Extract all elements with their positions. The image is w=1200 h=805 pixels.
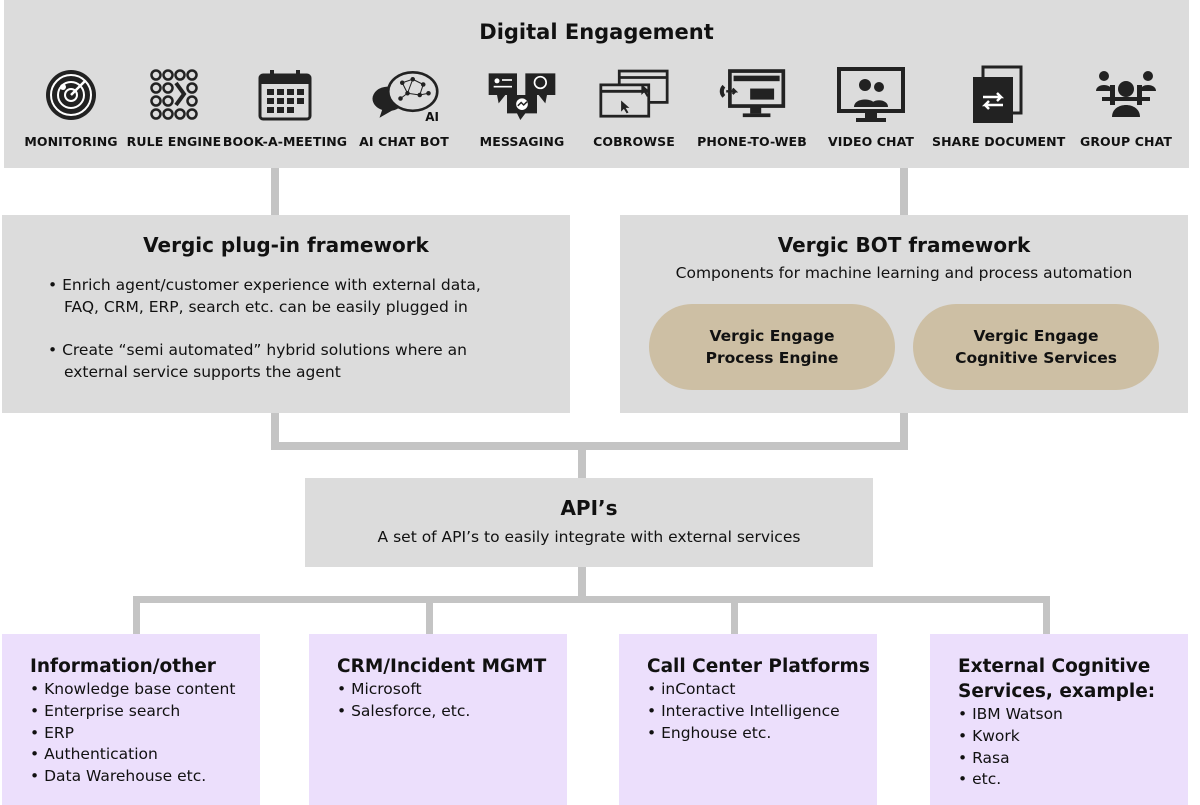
list-item: Salesforce, etc. bbox=[337, 701, 567, 723]
connector bbox=[133, 603, 140, 634]
phone-to-web-icon bbox=[717, 60, 787, 130]
ai-badge: AI bbox=[425, 110, 439, 124]
channel-label: PHONE-TO-WEB bbox=[697, 134, 807, 149]
pill-line: Vergic Engage bbox=[973, 327, 1099, 345]
channel-video-chat: VIDEO CHAT bbox=[806, 60, 936, 149]
external-box-list: Microsoft Salesforce, etc. bbox=[337, 679, 567, 723]
pill-line: Vergic Engage bbox=[709, 327, 835, 345]
bot-framework-subtitle: Components for machine learning and proc… bbox=[675, 264, 1133, 282]
external-box-cognitive: External Cognitive Services, example: IB… bbox=[930, 634, 1188, 805]
external-box-list: inContact Interactive Intelligence Engho… bbox=[647, 679, 877, 744]
ai-chat-bot-icon: AI bbox=[369, 60, 439, 130]
channel-monitoring: MONITORING bbox=[6, 60, 136, 149]
channel-label: BOOK-A-MEETING bbox=[222, 134, 348, 149]
share-document-icon bbox=[962, 60, 1032, 130]
apis-subtitle: A set of API’s to easily integrate with … bbox=[377, 528, 801, 546]
video-chat-icon bbox=[836, 60, 906, 130]
bullet-line: FAQ, CRM, ERP, search etc. can be easily… bbox=[64, 298, 468, 316]
external-box-list: Knowledge base content Enterprise search… bbox=[30, 679, 260, 788]
channel-label: GROUP CHAT bbox=[1079, 134, 1173, 149]
connector bbox=[133, 596, 1050, 603]
list-item: Rasa bbox=[958, 748, 1188, 770]
external-box-call-center: Call Center Platforms inContact Interact… bbox=[619, 634, 877, 805]
list-item: Knowledge base content bbox=[30, 679, 260, 701]
rule-engine-icon bbox=[139, 60, 209, 130]
bot-framework-title: Vergic BOT framework bbox=[777, 233, 1031, 257]
connector bbox=[900, 413, 908, 450]
channel-label: MONITORING bbox=[24, 134, 118, 149]
channel-rule-engine: RULE ENGINE bbox=[109, 60, 239, 149]
channel-messaging: MESSAGING bbox=[457, 60, 587, 149]
external-box-heading: External Cognitive bbox=[958, 656, 1151, 677]
list-item: ERP bbox=[30, 723, 260, 745]
channel-ai-chat-bot: AI AI CHAT BOT bbox=[339, 60, 469, 149]
list-item: IBM Watson bbox=[958, 704, 1188, 726]
apis-title: API’s bbox=[560, 496, 618, 520]
list-item: Interactive Intelligence bbox=[647, 701, 877, 723]
channel-label: RULE ENGINE bbox=[126, 134, 222, 149]
list-item: Enghouse etc. bbox=[647, 723, 877, 745]
connector bbox=[578, 567, 586, 603]
list-item: Enterprise search bbox=[30, 701, 260, 723]
calendar-icon bbox=[250, 60, 320, 130]
pill-line: Process Engine bbox=[705, 349, 839, 367]
list-item: Authentication bbox=[30, 744, 260, 766]
bullet-item: • Create “semi automated” hybrid solutio… bbox=[48, 341, 467, 381]
plugin-framework-title: Vergic plug-in framework bbox=[143, 233, 429, 257]
channel-cobrowse: COBROWSE bbox=[569, 60, 699, 149]
channel-phone-to-web: PHONE-TO-WEB bbox=[687, 60, 817, 149]
digital-engagement-title: Digital Engagement bbox=[479, 20, 714, 44]
channel-book-a-meeting: BOOK-A-MEETING bbox=[220, 60, 350, 149]
bullet-item: • Enrich agent/customer experience with … bbox=[48, 276, 481, 316]
channel-share-document: SHARE DOCUMENT bbox=[932, 60, 1066, 149]
connector bbox=[1043, 603, 1050, 634]
list-item: etc. bbox=[958, 769, 1188, 791]
apis-panel: API’s A set of API’s to easily integrate… bbox=[305, 478, 873, 567]
external-box-heading: Information/other bbox=[30, 656, 216, 677]
messaging-icon bbox=[487, 60, 557, 130]
radar-icon bbox=[36, 60, 106, 130]
external-box-heading: CRM/Incident MGMT bbox=[337, 656, 547, 677]
connector bbox=[271, 168, 279, 215]
bullet-line: Enrich agent/customer experience with ex… bbox=[62, 276, 481, 294]
bullet-line: Create “semi automated” hybrid solutions… bbox=[62, 341, 467, 359]
digital-engagement-panel: Digital Engagement MONITORING RULE ENGIN… bbox=[4, 0, 1189, 168]
cobrowse-icon bbox=[599, 60, 669, 130]
list-item: Microsoft bbox=[337, 679, 567, 701]
bot-framework-panel: Vergic BOT framework Components for mach… bbox=[620, 215, 1188, 413]
external-box-list: IBM Watson Kwork Rasa etc. bbox=[958, 704, 1188, 791]
external-box-heading: Call Center Platforms bbox=[647, 656, 870, 677]
list-item: inContact bbox=[647, 679, 877, 701]
connector bbox=[578, 450, 586, 478]
channel-label: COBROWSE bbox=[593, 134, 675, 149]
connector bbox=[271, 413, 279, 450]
channel-label: MESSAGING bbox=[479, 134, 565, 149]
connector bbox=[731, 603, 738, 634]
channel-label: VIDEO CHAT bbox=[827, 134, 915, 149]
external-box-heading: Services, example: bbox=[958, 681, 1156, 702]
group-chat-icon bbox=[1091, 60, 1161, 130]
connector bbox=[426, 603, 433, 634]
external-box-information: Information/other Knowledge base content… bbox=[2, 634, 260, 805]
connector bbox=[271, 442, 908, 450]
channel-label: SHARE DOCUMENT bbox=[932, 134, 1066, 149]
channel-label: AI CHAT BOT bbox=[359, 134, 449, 149]
plugin-framework-panel: Vergic plug-in framework • Enrich agent/… bbox=[2, 215, 570, 413]
channel-group-chat: GROUP CHAT bbox=[1061, 60, 1191, 149]
pill-line: Cognitive Services bbox=[955, 349, 1117, 367]
connector bbox=[900, 168, 908, 215]
external-box-crm: CRM/Incident MGMT Microsoft Salesforce, … bbox=[309, 634, 567, 805]
list-item: Kwork bbox=[958, 726, 1188, 748]
list-item: Data Warehouse etc. bbox=[30, 766, 260, 788]
bullet-line: external service supports the agent bbox=[64, 363, 341, 381]
